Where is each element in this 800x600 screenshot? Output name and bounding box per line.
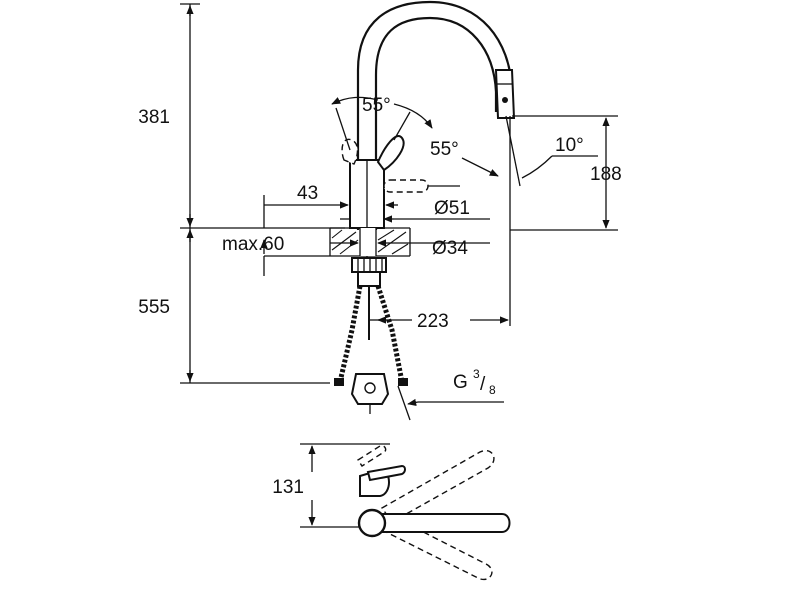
hole-diameter-label: Ø34 [432,238,468,259]
vertical-dimension-axis [180,3,345,384]
mounting-nut [351,257,387,287]
thread-slash-label: / [480,374,486,395]
spout-angle-label: 10° [555,135,584,156]
thread-denominator-label: 8 [489,383,496,397]
counter-thickness-label: max.60 [222,234,284,255]
thread-numerator-label: 3 [473,367,480,381]
body-diameter-label: Ø51 [434,198,470,219]
lever-angle-front-label: 55° [362,95,391,116]
countertop-section [260,195,411,276]
faucet-body [341,135,460,258]
spout-height-dimension [505,115,618,326]
spout-height-label: 188 [590,164,622,185]
faucet-spout [356,0,516,230]
reach-label: 223 [417,311,449,332]
braided-hoses [334,285,411,421]
height-upper-label: 381 [138,107,170,128]
lever-angle-indicators [331,96,499,177]
offset-dimension [264,196,398,212]
height-lower-label: 555 [138,297,170,318]
side-view-width-label: 131 [272,477,304,498]
offset-label: 43 [297,183,318,204]
lever-angle-side-label: 55° [430,139,459,160]
top-view-faucet [357,444,511,581]
thread-prefix-label: G [453,372,468,393]
top-view-dimension [300,443,390,528]
thread-callout [407,398,504,406]
